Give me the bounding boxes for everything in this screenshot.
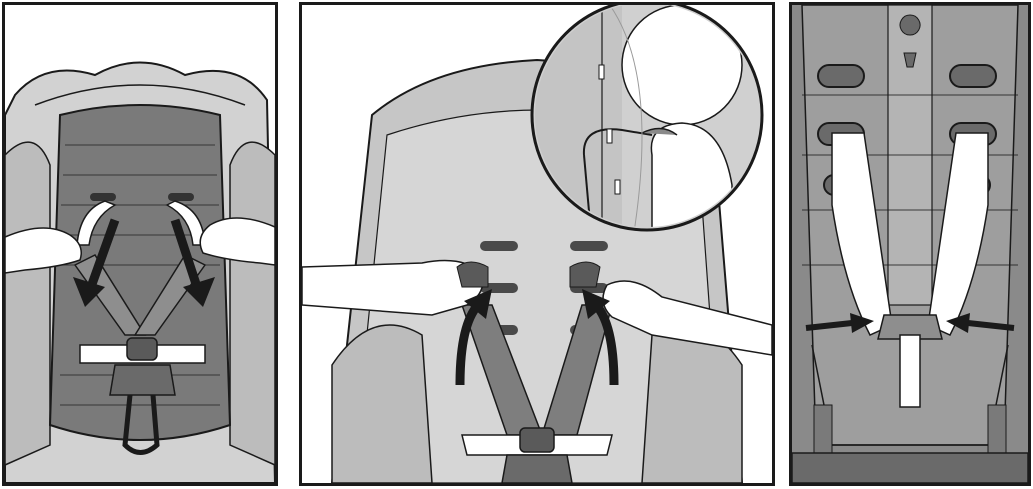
inset-slot-marker	[598, 64, 605, 80]
harness-slot-right	[168, 193, 194, 201]
buckle-loop	[122, 394, 160, 455]
left-bolster	[331, 324, 433, 483]
chest-clip	[126, 337, 158, 361]
splitter-plate	[877, 314, 943, 340]
slot-top-left	[480, 241, 518, 251]
adjuster-strap	[899, 334, 921, 408]
right-wing	[229, 141, 275, 466]
slot-top-right	[570, 241, 608, 251]
strap-tab-right	[569, 261, 601, 288]
arrow-left-icon	[946, 313, 1015, 333]
crotch-buckle	[109, 364, 176, 396]
arrow-up-right-icon	[582, 289, 619, 386]
step-2-illustration	[302, 5, 772, 483]
hand-right	[199, 217, 275, 266]
step-2-panel	[299, 2, 775, 486]
right-bolster	[641, 324, 743, 483]
arrow-right-icon	[805, 313, 874, 333]
back-strap-right	[927, 132, 989, 336]
lower-frame	[811, 344, 1009, 446]
left-wing	[5, 141, 51, 466]
keyhole-icon	[899, 14, 921, 68]
step-3-panel	[789, 2, 1031, 486]
arrow-down-left-icon	[73, 218, 120, 307]
step-1-panel	[2, 2, 278, 486]
chest-clip	[519, 427, 555, 453]
back-strap-left	[831, 132, 893, 336]
arrow-up-left-icon	[455, 289, 492, 386]
harness-slot-left	[90, 193, 116, 201]
zoom-inset	[530, 5, 764, 232]
arrow-down-right-icon	[170, 218, 215, 307]
arm-left	[302, 259, 484, 316]
step-3-illustration	[792, 5, 1028, 483]
pulled-strap-right	[165, 200, 206, 246]
strap-tab-left	[456, 261, 489, 288]
pulled-strap-left	[76, 200, 117, 246]
arm-right	[602, 280, 772, 356]
step-1-illustration	[5, 61, 275, 483]
hand-left	[5, 227, 82, 274]
